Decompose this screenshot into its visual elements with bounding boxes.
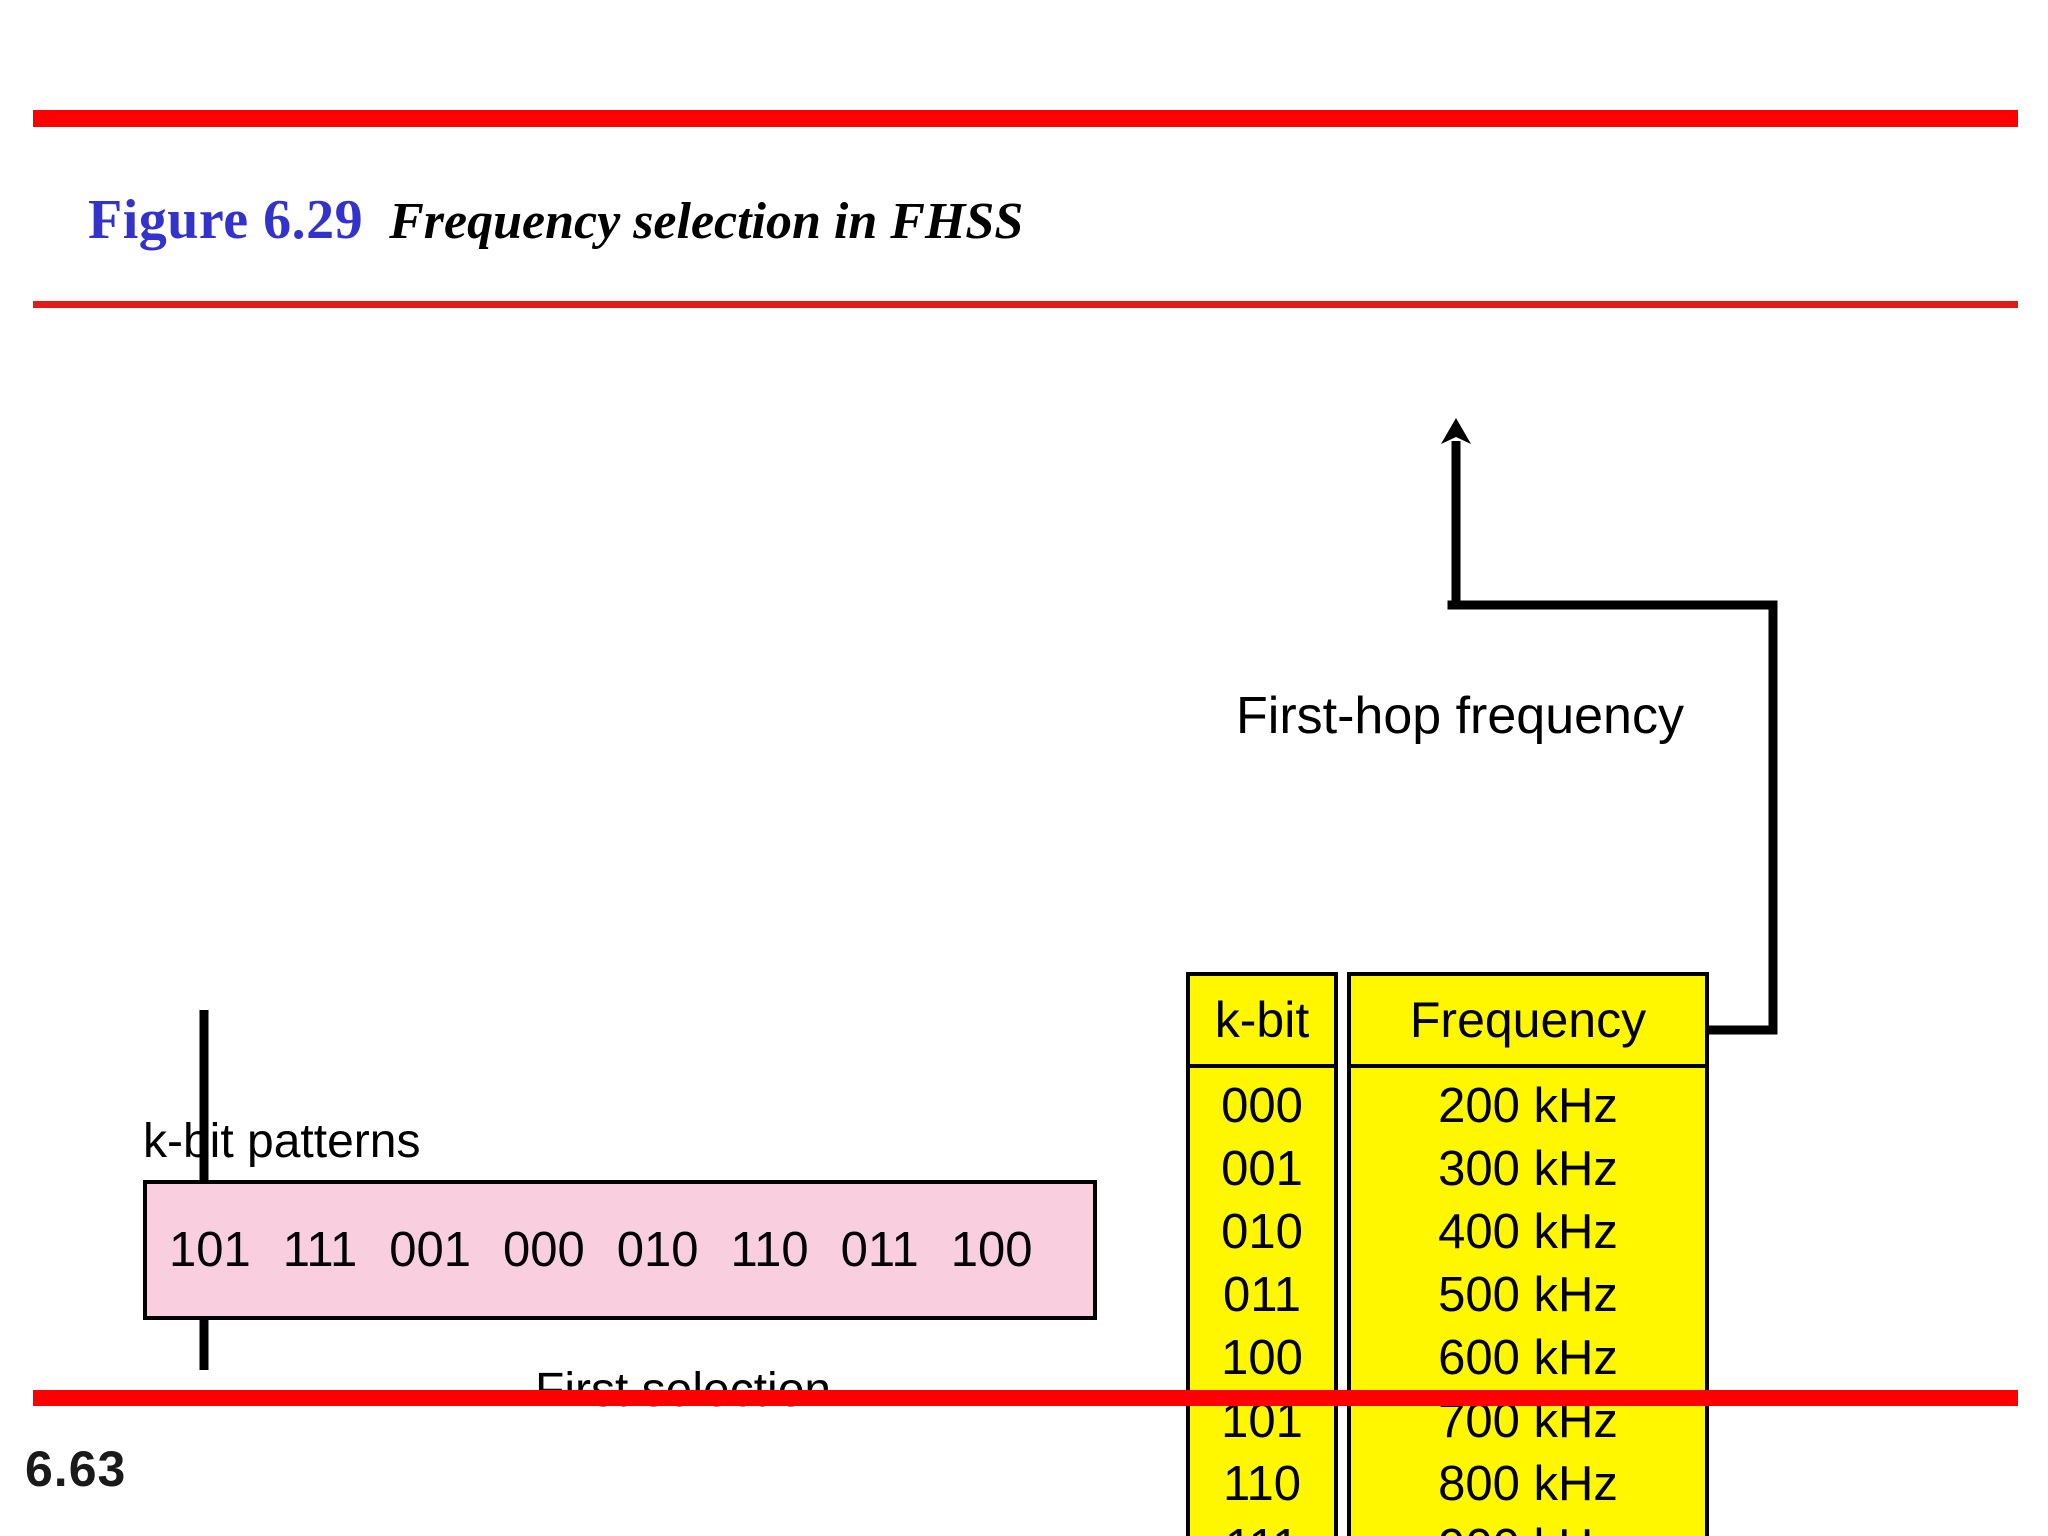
bottom-red-rule [33, 1390, 2018, 1406]
fhss-diagram: First-hop frequency k-bit patterns 101 1… [0, 320, 2048, 1536]
pattern-item: 100 [950, 1223, 1033, 1277]
table-cell-frequency: 500 kHz [1438, 1267, 1618, 1322]
frequency-table: k-bit 000 001 010 011 100 101 110 111 Fr… [1186, 972, 1709, 1536]
figure-title: Figure 6.29 Frequency selection in FHSS [88, 188, 1023, 252]
table-cell-kbit: 110 [1222, 1456, 1302, 1511]
pattern-item: 000 [503, 1223, 585, 1277]
k-bit-patterns-label: k-bit patterns [143, 1115, 421, 1168]
pattern-item: 101 [169, 1223, 251, 1277]
pattern-item: 011 [840, 1223, 919, 1277]
table-cell-frequency: 800 kHz [1438, 1456, 1618, 1511]
table-cell-kbit: 111 [1190, 1515, 1334, 1536]
title-divider-rule [33, 301, 2018, 308]
connector-lines [199, 418, 1778, 1370]
selected-frequency-path [1447, 600, 1778, 1035]
table-cell-kbit: 001 [1221, 1141, 1303, 1196]
frequency-table-kbit-column: k-bit 000 001 010 011 100 101 110 111 [1186, 972, 1338, 1536]
kbit-cells: 000 001 010 011 100 101 110 111 [1190, 1068, 1334, 1536]
figure-caption: Frequency selection in FHSS [389, 193, 1024, 250]
column-header-kbit: k-bit [1190, 976, 1334, 1068]
table-cell-kbit: 100 [1221, 1330, 1303, 1385]
table-cell-kbit: 011 [1222, 1267, 1302, 1322]
pattern-item: 001 [389, 1223, 472, 1277]
frequency-cells: 200 kHz 300 kHz 400 kHz 500 kHz 600 kHz … [1351, 1068, 1705, 1536]
table-cell-kbit: 010 [1221, 1204, 1303, 1259]
pattern-item: 010 [616, 1223, 699, 1277]
k-bit-pattern-box: 101 111 001 000 010 110 011 100 [143, 1180, 1097, 1320]
figure-number: Figure 6.29 [88, 189, 364, 251]
table-cell-frequency: 300 kHz [1438, 1141, 1618, 1196]
table-cell-frequency: 400 kHz [1438, 1204, 1618, 1259]
frequency-table-frequency-column: Frequency 200 kHz 300 kHz 400 kHz 500 kH… [1347, 972, 1709, 1536]
table-cell-kbit: 000 [1221, 1078, 1303, 1133]
pattern-item: 111 [282, 1223, 358, 1277]
table-cell-frequency: 600 kHz [1438, 1330, 1618, 1385]
first-selection-path [199, 1010, 209, 1370]
table-cell-frequency: 200 kHz [1438, 1078, 1618, 1133]
first-hop-frequency-label: First-hop frequency [1236, 687, 1684, 745]
pattern-item: 110 [730, 1223, 809, 1277]
top-red-rule [33, 110, 2018, 127]
page-number: 6.63 [25, 1441, 127, 1497]
column-header-frequency: Frequency [1351, 976, 1705, 1068]
table-cell-frequency: 900 kHz [1351, 1515, 1705, 1536]
